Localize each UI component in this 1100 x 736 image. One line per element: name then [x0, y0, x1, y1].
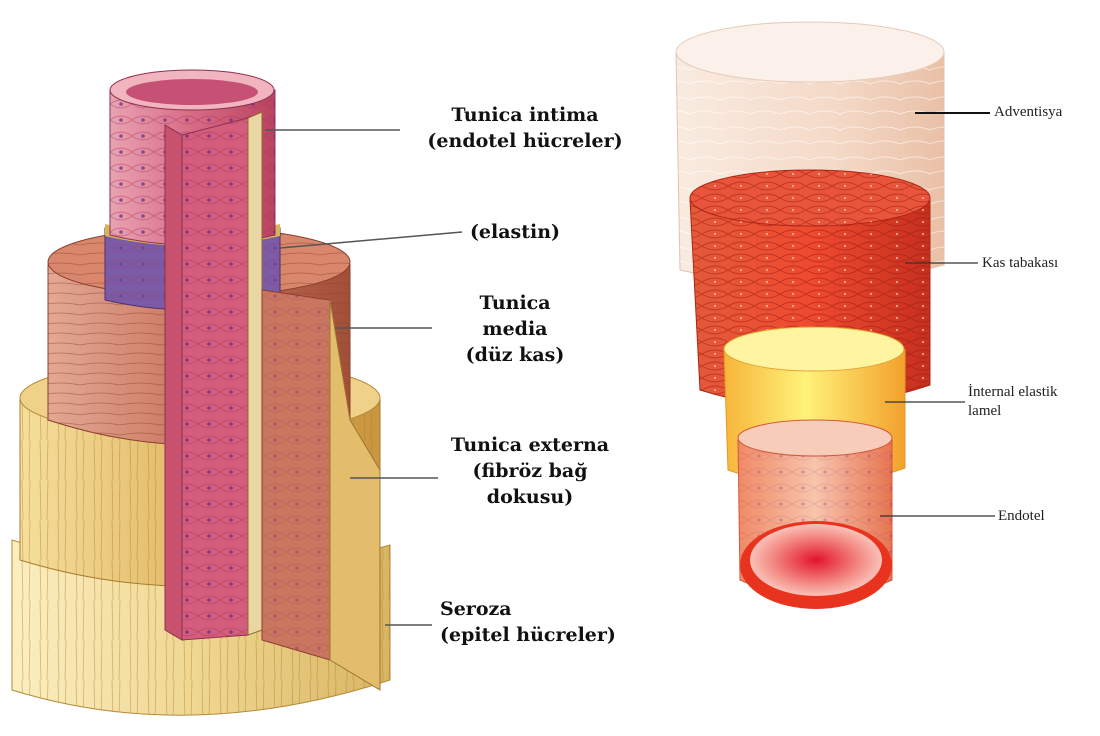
cutaway-media-face [248, 112, 262, 635]
label-tunica-media-line3: (düz kas) [445, 342, 585, 368]
label-tunica-externa-line1: Tunica externa [430, 432, 630, 458]
label-kas-tabakasi: Kas tabakası [982, 254, 1058, 273]
label-tunica-intima-line1: Tunica intima [405, 102, 645, 128]
label-elastin-line1: (elastin) [455, 219, 575, 245]
label-adventisya: Adventisya [994, 103, 1062, 122]
label-tunica-media: Tunica media (düz kas) [445, 290, 585, 368]
label-endotel: Endotel [998, 507, 1045, 526]
cutaway-externa-face [330, 300, 380, 690]
label-tunica-intima-line2: (endotel hücreler) [405, 128, 645, 154]
cutaway-intima-face [165, 125, 182, 640]
label-adventisya-line1: Adventisya [994, 103, 1062, 122]
label-internal-elastik-lamel-line1: İnternal elastik [968, 383, 1058, 402]
right-vessel-illustration [676, 22, 995, 609]
label-seroza: Seroza (epitel hücreler) [440, 596, 650, 648]
label-internal-elastik-lamel: İnternal elastik lamel [968, 383, 1058, 421]
label-internal-elastik-lamel-line2: lamel [968, 402, 1058, 421]
label-kas-tabakasi-line1: Kas tabakası [982, 254, 1058, 273]
label-seroza-line2: (epitel hücreler) [440, 622, 650, 648]
label-tunica-media-line2: media [445, 316, 585, 342]
label-tunica-media-line1: Tunica [445, 290, 585, 316]
label-seroza-line1: Seroza [440, 596, 650, 622]
label-tunica-externa-line3: dokusu) [430, 484, 630, 510]
label-tunica-externa: Tunica externa (fibröz bağ dokusu) [430, 432, 630, 510]
label-elastin: (elastin) [455, 219, 575, 245]
left-vessel-illustration [12, 70, 462, 715]
label-tunica-externa-line2: (fibröz bağ [430, 458, 630, 484]
label-endotel-line1: Endotel [998, 507, 1045, 526]
label-tunica-intima: Tunica intima (endotel hücreler) [405, 102, 645, 154]
